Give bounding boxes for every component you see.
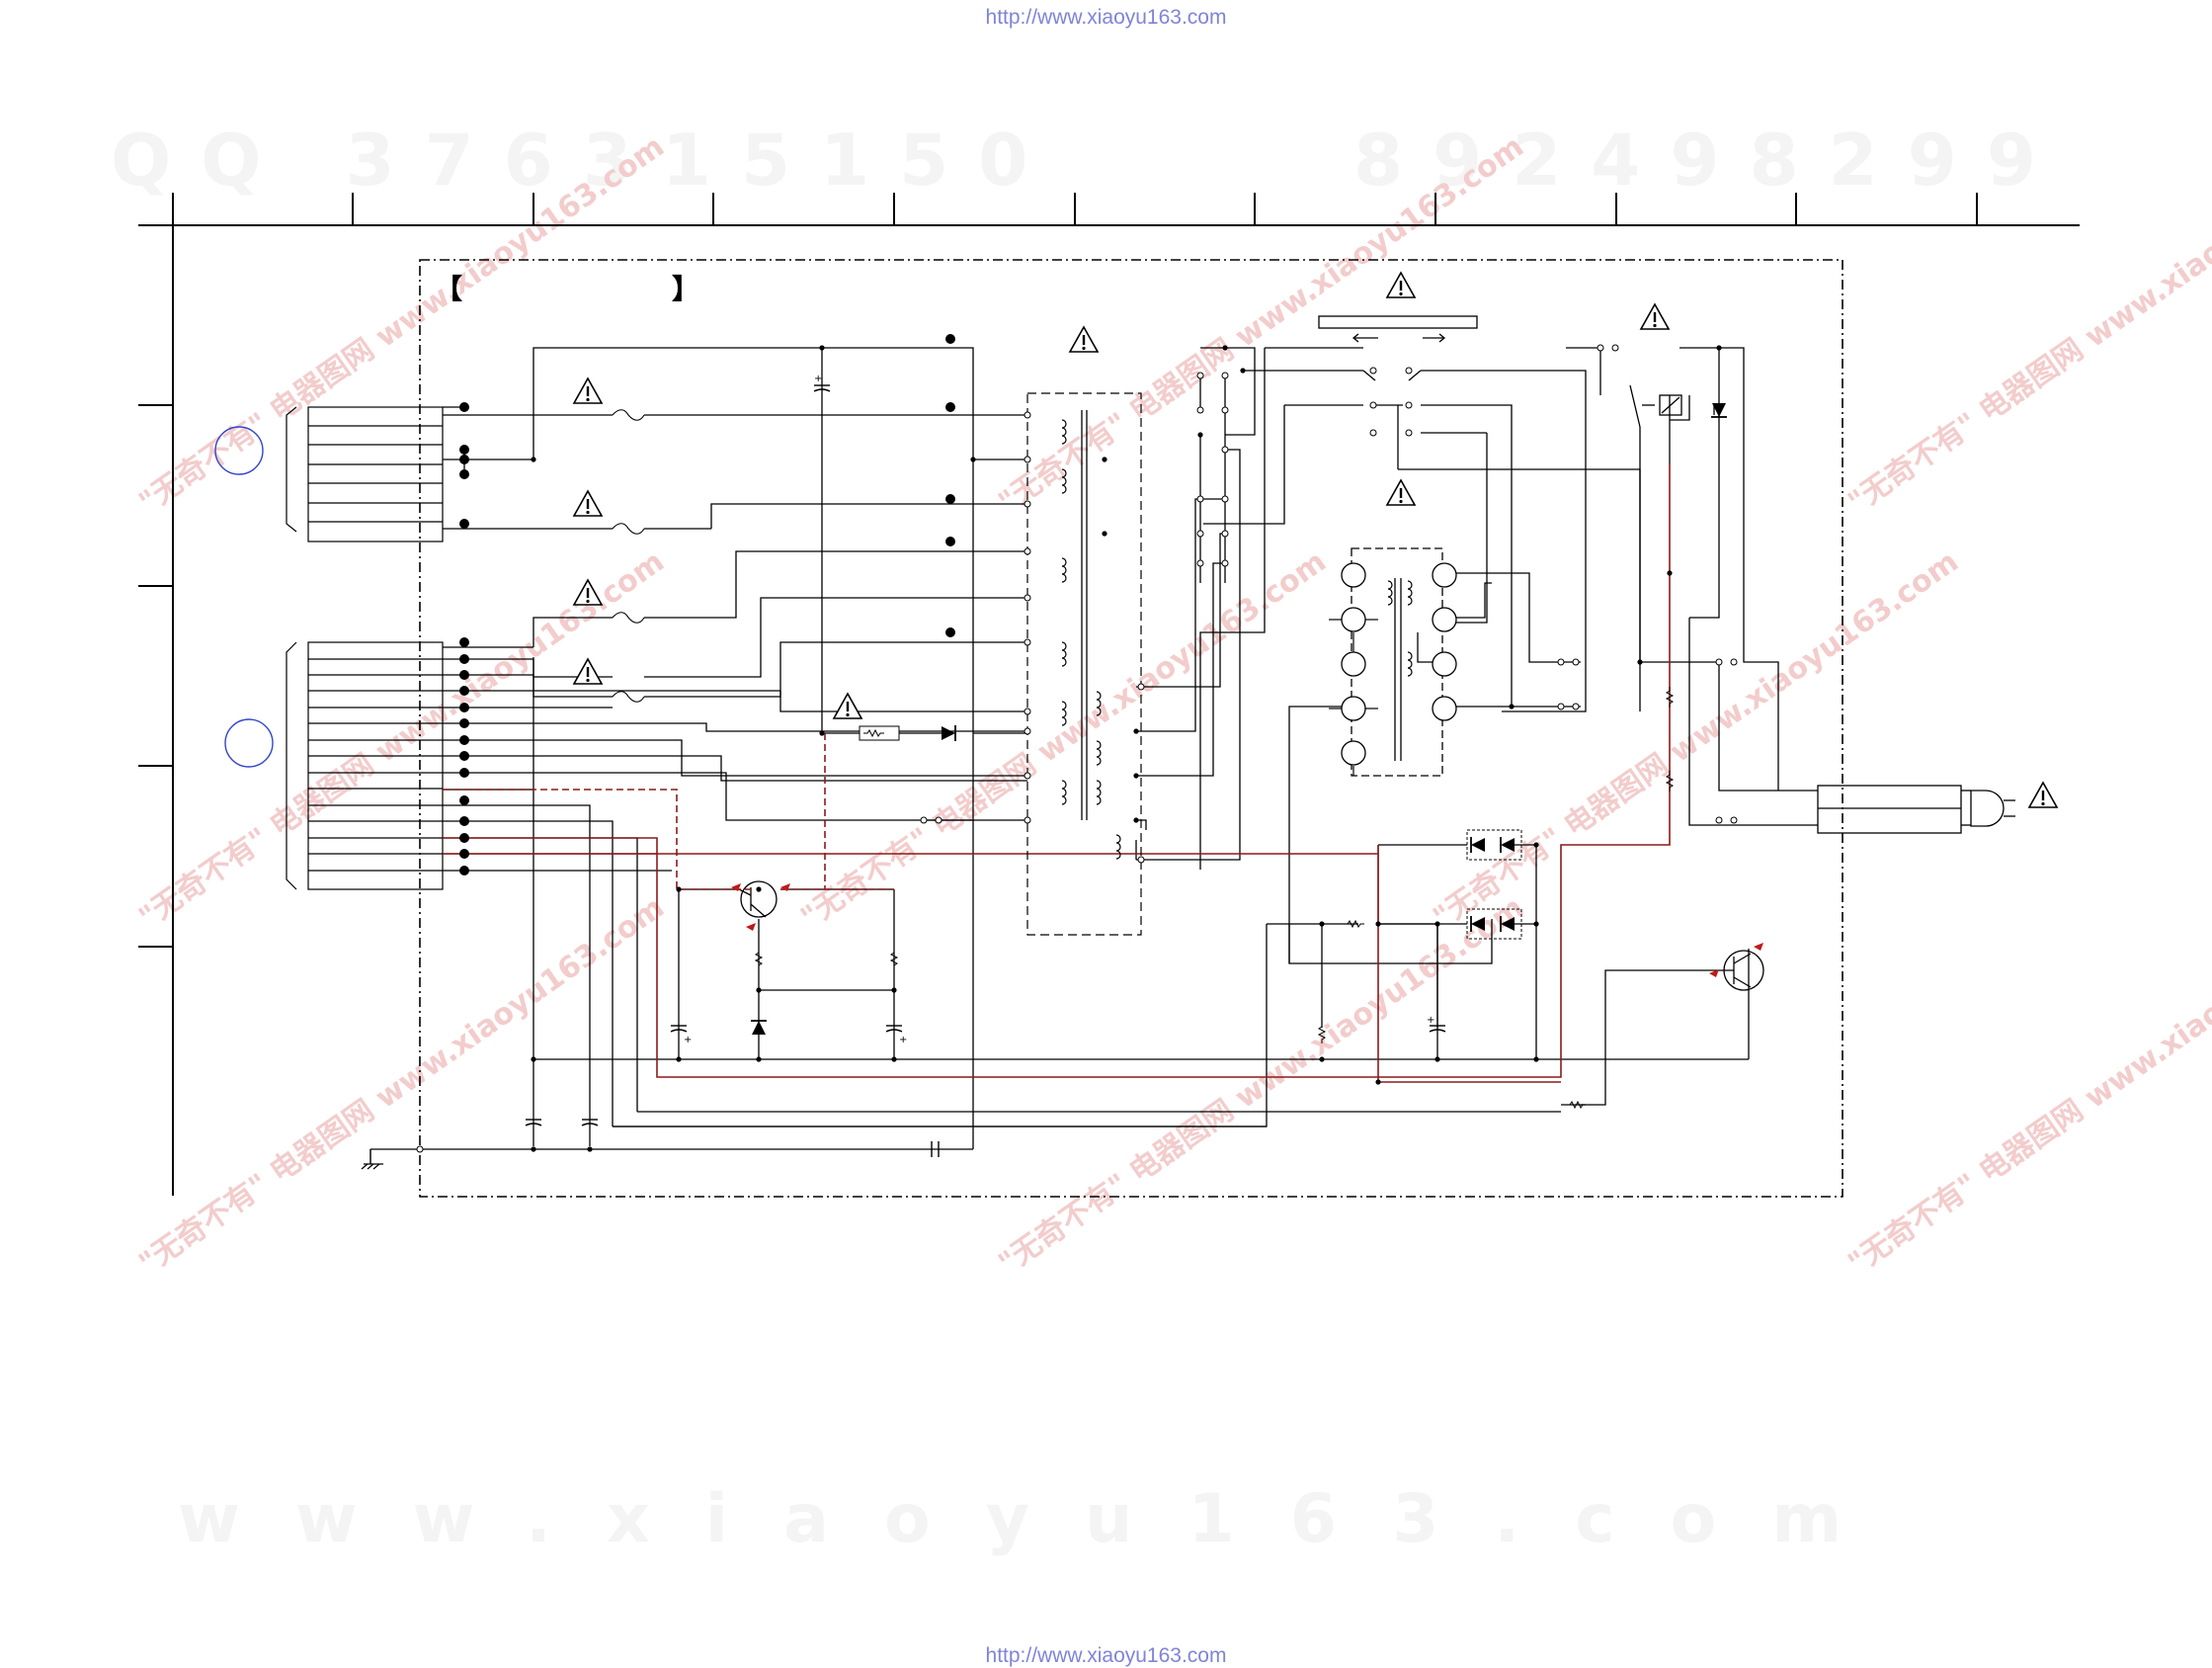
highlight-traces	[443, 464, 1671, 1083]
connector-ref-circle-1	[214, 426, 264, 475]
svg-text:+: +	[1427, 1015, 1434, 1026]
header-url[interactable]: http://www.xiaoyu163.com	[985, 6, 1227, 29]
board-outline	[419, 259, 1843, 1198]
watermark-site: www.xiaoyu163.com	[178, 1480, 1898, 1558]
stamp-2: "无奇不有" 电器图网 www.xiaoyu163.com	[993, 129, 1530, 521]
grid-frame	[138, 193, 2080, 1196]
capacitor-polarity-marks: + + + +	[684, 374, 1434, 1045]
diode-icon	[750, 402, 1728, 1036]
transistor-icon	[731, 883, 1763, 977]
capacitor-icon	[525, 384, 1446, 1157]
stamp-6: "无奇不有" 电器图网 www.xiaoyu163.com	[1428, 544, 1965, 936]
stamp-1: "无奇不有" 电器图网 www.xiaoyu163.com	[133, 129, 671, 521]
stamp-9: "无奇不有" 电器图网 www.xiaoyu163.com	[993, 890, 1530, 1282]
transformer-coil-icon	[1061, 419, 1121, 860]
voltage-selector-circles	[1341, 562, 1457, 766]
section-bracket-left: 【	[435, 273, 462, 305]
svg-text:+: +	[684, 1035, 692, 1045]
stamp-7: "无奇不有" 电器图网 www.xiaoyu163.com	[1843, 890, 2212, 1282]
selector-coils	[1387, 580, 1413, 677]
svg-text:+: +	[899, 1035, 907, 1045]
section-bracket-right: 】	[672, 273, 699, 305]
warning-triangle-icon	[572, 271, 2059, 809]
watermark-qq: QQ 376315150	[111, 119, 1058, 202]
wiring	[369, 315, 2015, 1164]
connector-ref-circle-2	[224, 718, 274, 768]
connector-cn2	[286, 641, 444, 890]
relay-icon	[1642, 394, 1682, 416]
selector-leads	[1329, 619, 1378, 776]
resistor-icon	[755, 686, 1674, 1109]
watermark-number: 892498299	[1353, 119, 2066, 202]
ground-icon	[361, 1149, 383, 1170]
connector-cn1	[286, 406, 444, 542]
transformer-outline	[1026, 392, 1142, 936]
footer-url[interactable]: http://www.xiaoyu163.com	[985, 1644, 1227, 1667]
stamp-3: "无奇不有" 电器图网 www.xiaoyu163.com	[1843, 129, 2212, 521]
small-junction-dots	[531, 345, 1722, 1152]
svg-text:+: +	[814, 374, 822, 384]
